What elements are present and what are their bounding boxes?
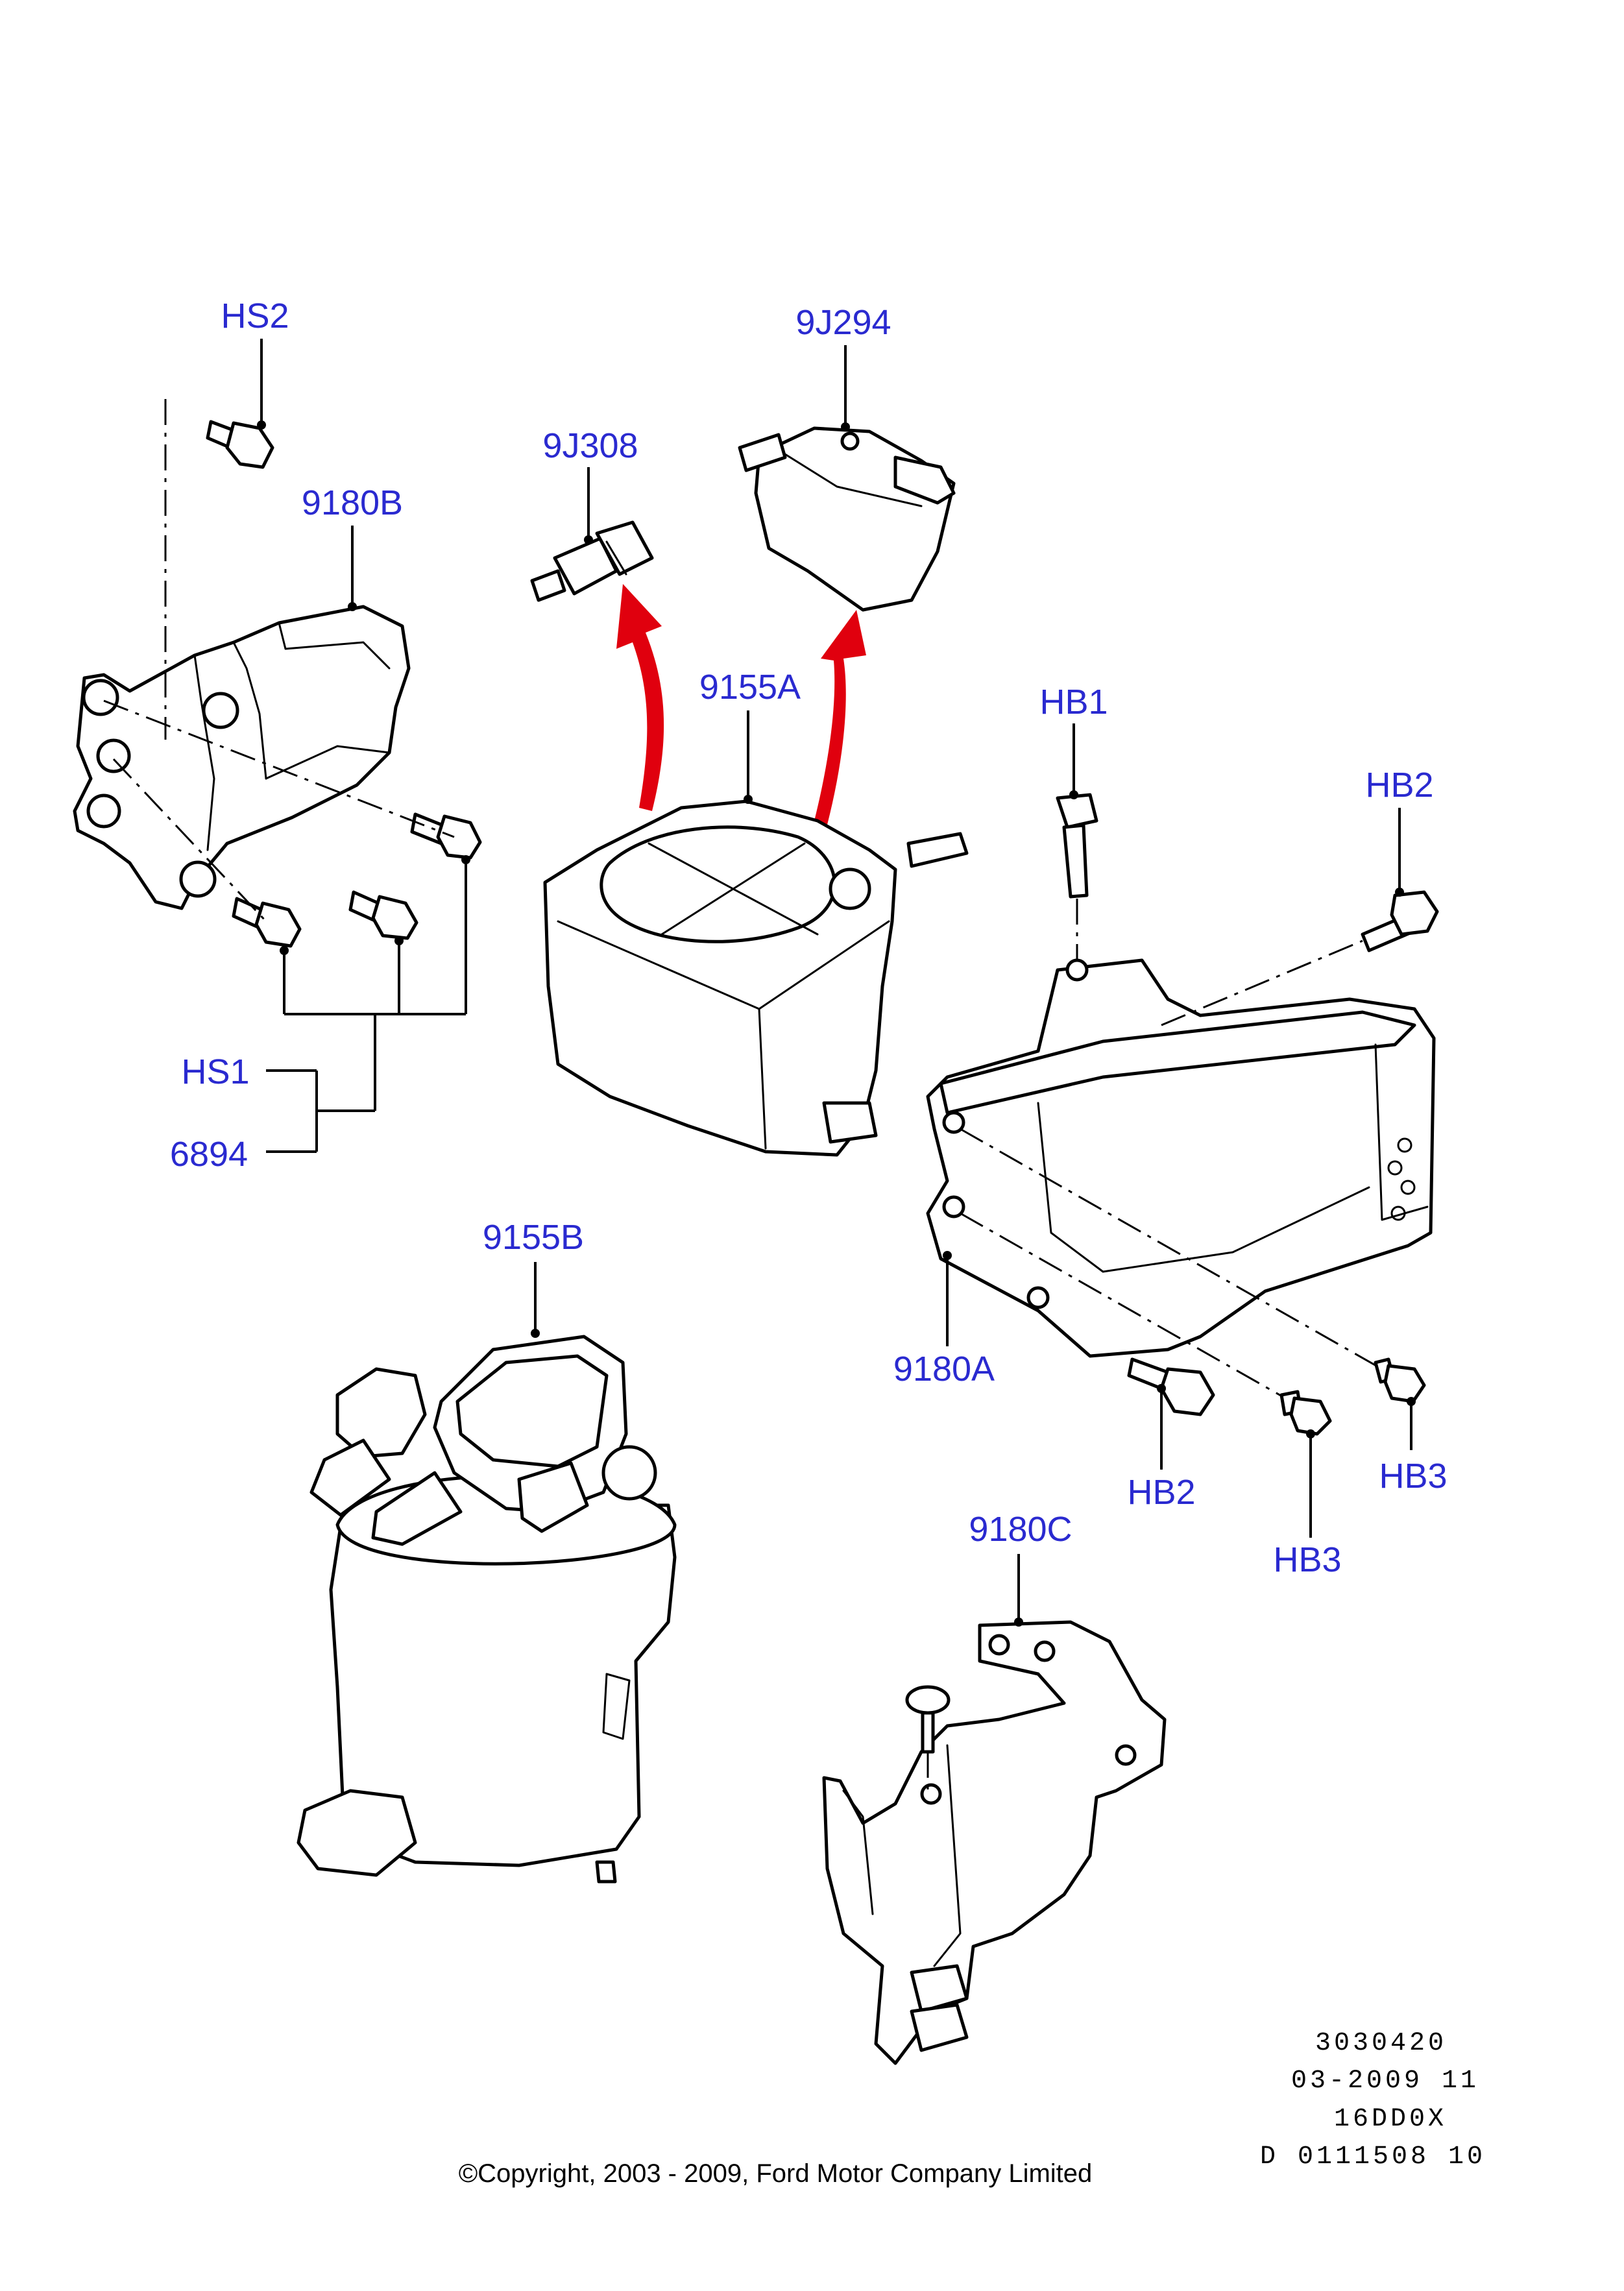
fuel-filter-9155b-drawing <box>297 1335 677 1884</box>
bolt-hs2-drawing <box>206 420 274 469</box>
direction-arrow-to-9j294 <box>811 610 866 837</box>
bracket-9180c-drawing <box>822 1620 1167 2065</box>
alignment-line-frame-a <box>960 1128 1383 1370</box>
bolt-hb2-bottom-drawing <box>1127 1357 1215 1416</box>
alignment-line-bracket-a <box>103 699 455 838</box>
bolt-hs1-drawing-b <box>232 897 302 948</box>
leader-lines <box>257 339 1416 1627</box>
callout-hb2-bottom: HB2 <box>1127 1473 1195 1512</box>
callout-9j308: 9J308 <box>542 426 638 465</box>
bolt-hb2-top-drawing <box>1361 890 1439 952</box>
callout-9180a: 9180A <box>893 1350 995 1388</box>
callout-hs2: HS2 <box>221 297 289 335</box>
bracket-9180b-drawing <box>73 605 411 910</box>
frame-9180a-drawing <box>926 958 1436 1358</box>
alignment-line-bracket-b <box>112 758 267 923</box>
callout-hb3-bottom: HB3 <box>1273 1540 1341 1579</box>
callout-hs1: HS1 <box>181 1052 249 1091</box>
fuel-filter-9155a-drawing <box>543 799 969 1157</box>
callout-9j294: 9J294 <box>795 303 891 342</box>
screw-9180c-drawing <box>905 1685 951 1754</box>
callout-9155a: 9155A <box>699 668 801 707</box>
bolt-hb1-drawing <box>1056 793 1098 899</box>
bolt-hb3-right-drawing <box>1374 1357 1426 1403</box>
callout-9180c: 9180C <box>969 1510 1072 1549</box>
bolt-hs1-drawing-c <box>348 890 418 940</box>
callout-hb1: HB1 <box>1039 683 1108 721</box>
reference-code-line-2: 03-2009 11 <box>1291 2067 1479 2096</box>
alignment-line-hb2-top <box>1161 939 1363 1026</box>
callout-9155b: 9155B <box>483 1218 584 1257</box>
callout-hb2-top: HB2 <box>1365 766 1433 805</box>
direction-arrow-to-9j308 <box>616 584 664 811</box>
copyright-notice: ©Copyright, 2003 - 2009, Ford Motor Comp… <box>458 2159 1093 2188</box>
callout-9180b: 9180B <box>302 483 403 522</box>
callout-hb3-right: HB3 <box>1379 1457 1447 1496</box>
bolt-hb3-bottom-drawing <box>1279 1390 1332 1436</box>
callout-6894: 6894 <box>170 1135 248 1174</box>
sensor-9j308-drawing <box>530 520 654 602</box>
heater-9j294-drawing <box>738 426 956 612</box>
reference-code-line-3: 16DD0X <box>1333 2105 1447 2134</box>
reference-code-line-1: 3030420 <box>1315 2029 1447 2058</box>
alignment-line-frame-b <box>960 1212 1292 1403</box>
reference-code-line-4: D 0111508 10 <box>1259 2142 1486 2172</box>
bolt-hs1-drawing-a <box>410 812 482 860</box>
